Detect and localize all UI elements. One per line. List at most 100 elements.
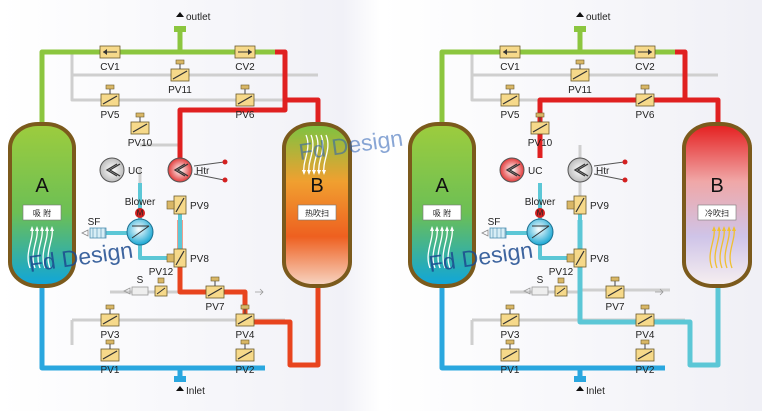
valve-actuator: [640, 304, 650, 310]
silencer-filter[interactable]: SF: [81, 217, 107, 239]
flow-arrow-icon: [303, 134, 309, 174]
heater-terminals: [593, 159, 628, 183]
valve-label: PV4: [236, 330, 255, 341]
flow-arrow-icon: [719, 227, 725, 269]
valve-pv10[interactable]: PV10: [128, 112, 153, 149]
arrow-head-icon: [440, 226, 444, 231]
valve-pv3[interactable]: PV3: [101, 304, 120, 341]
pipe-return-teal: [577, 262, 721, 368]
up-arrow-icon: [576, 12, 584, 17]
terminal-wire: [193, 173, 225, 181]
valve-label: PV7: [206, 302, 225, 313]
valve-actuator: [535, 112, 545, 118]
valve-pv11[interactable]: PV11: [568, 59, 592, 96]
arrow-head-icon: [317, 170, 321, 175]
valve-pv8[interactable]: PV8: [566, 248, 609, 268]
valve-pv8[interactable]: PV8: [166, 248, 209, 268]
silencer-filter[interactable]: SF: [481, 217, 507, 239]
valve-pv4[interactable]: PV4: [236, 304, 255, 341]
valve-pv5[interactable]: PV5: [501, 84, 520, 121]
valve-label: PV3: [101, 330, 120, 341]
terminal-wire: [193, 161, 225, 167]
valve-pv7[interactable]: PV7: [606, 276, 625, 313]
flow-arrow-icon: [437, 227, 443, 269]
valve-actuator: [505, 304, 515, 310]
arrow-icon: [103, 49, 107, 55]
up-arrow-icon: [176, 386, 184, 391]
valve-pv10[interactable]: PV10: [528, 112, 553, 149]
adsorb-flow-arrows: [427, 226, 454, 269]
valve-pv3[interactable]: PV3: [501, 304, 520, 341]
pipe-purge-cold: [537, 97, 685, 158]
flow-arrow-icon: [432, 227, 438, 269]
valve-actuator: [640, 84, 650, 90]
silencer[interactable]: S: [523, 275, 549, 296]
valve-actuator: [240, 84, 250, 90]
valve-disc: [207, 287, 223, 297]
blower-impeller: [531, 225, 550, 239]
tower-letter: B: [310, 175, 323, 197]
terminal-dot: [622, 159, 628, 165]
valve-actuator: [575, 59, 585, 65]
flow-arrow-icon: [42, 227, 48, 269]
motor-label: M: [537, 209, 544, 218]
tower-a: A吸 附: [8, 122, 76, 288]
valve-pv1[interactable]: PV1: [101, 339, 120, 376]
terminal-dot: [222, 159, 228, 165]
valve-pv5[interactable]: PV5: [101, 84, 120, 121]
valve-pv2[interactable]: PV2: [236, 339, 255, 376]
pipe-purge-cold: [675, 49, 721, 125]
intake-arrow-icon: [481, 229, 489, 237]
valve-pv4[interactable]: PV4: [636, 304, 655, 341]
tower-mode-label: 热吹扫: [305, 208, 329, 218]
pipe-inlet-blue: [39, 285, 183, 380]
flow-arrow-icon: [323, 134, 329, 174]
arrow-head-icon: [722, 226, 726, 231]
inlet-port: Inlet: [576, 386, 605, 397]
tower-letter: B: [710, 175, 723, 197]
valve-pv12[interactable]: PV12: [149, 267, 174, 297]
valve-pv12[interactable]: PV12: [549, 267, 574, 297]
valve-pv6[interactable]: PV6: [236, 84, 255, 121]
pipe-return-orange: [177, 262, 321, 368]
valve-pv2[interactable]: PV2: [636, 339, 655, 376]
adsorb-flow-arrows: [27, 226, 54, 269]
check-valve-cv1[interactable]: CV1: [99, 45, 121, 73]
check-valve-cv2[interactable]: CV2: [634, 45, 656, 73]
valve-label: PV12: [149, 267, 174, 278]
filter-label: SF: [88, 217, 101, 228]
inlet-flange: [574, 376, 586, 382]
tower-letter: A: [435, 175, 449, 197]
valve-actuator: [557, 277, 565, 284]
check-valve-cv2[interactable]: CV2: [234, 45, 256, 73]
valve-disc: [172, 70, 188, 80]
valve-pv1[interactable]: PV1: [501, 339, 520, 376]
valve-pv6[interactable]: PV6: [636, 84, 655, 121]
exchanger-label: Htr: [596, 166, 610, 177]
valve-pv9[interactable]: PV9: [566, 195, 609, 215]
valve-pv11[interactable]: PV11: [168, 59, 192, 96]
arrow-head-icon: [45, 226, 49, 231]
exchanger-shell: [567, 157, 593, 183]
valve-pv9[interactable]: PV9: [166, 195, 209, 215]
valve-actuator: [157, 277, 165, 284]
valve-disc: [575, 197, 585, 213]
valve-disc: [572, 70, 588, 80]
silencer[interactable]: S: [123, 275, 149, 296]
inlet-flange: [174, 376, 186, 382]
valve-actuator: [105, 339, 115, 345]
flow-arrow-icon: [447, 227, 453, 269]
valve-pv7[interactable]: PV7: [206, 276, 225, 313]
valve-disc: [607, 287, 623, 297]
flow-arrow-icon: [709, 227, 715, 269]
valve-label: PV4: [636, 330, 655, 341]
arrow-head-icon: [30, 226, 34, 231]
check-valve-cv1[interactable]: CV1: [499, 45, 521, 73]
tower-mode-label: 吸 附: [433, 208, 451, 218]
coil-icon: [173, 163, 186, 177]
valve-disc: [156, 287, 166, 295]
exchanger-shell: [167, 157, 193, 183]
